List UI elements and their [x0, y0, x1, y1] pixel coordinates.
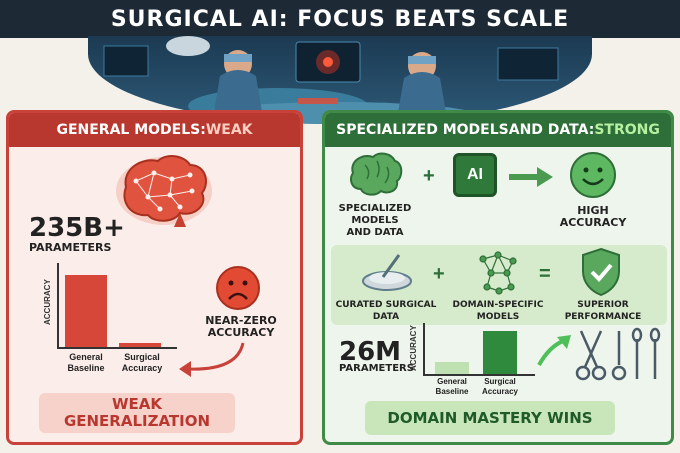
curved-arrow-icon: [179, 342, 245, 377]
left-bar-general-baseline: [65, 275, 107, 347]
item-line2: MODELS: [351, 215, 399, 226]
chip-text: AI: [467, 166, 483, 183]
general-models-header: GENERAL MODELS: WEAK: [9, 113, 300, 147]
item-line2: MODELS: [476, 312, 520, 322]
title-bar: SURGICAL AI: FOCUS BEATS SCALE: [0, 0, 680, 38]
general-param-count: 235B+: [29, 213, 125, 243]
label-line2: Baseline: [67, 363, 105, 373]
footer-line2: GENERALIZATION: [63, 412, 211, 430]
header-highlight: STRONG: [594, 122, 660, 138]
plus-sign-2: +: [433, 263, 445, 285]
label-line2: Baseline: [435, 387, 469, 396]
surgical-instruments-icon: [575, 327, 661, 381]
specialized-models-panel: SPECIALIZED MODELSAND DATA: STRONG SPECI…: [322, 110, 674, 445]
superior-performance-label: SUPERIOR PERFORMANCE: [553, 299, 653, 323]
footer-text: DOMAIN MASTERY WINS: [387, 409, 593, 427]
item-line1: DOMAIN-SPECIFIC: [452, 300, 544, 310]
domain-mastery-wins-box: DOMAIN MASTERY WINS: [365, 401, 615, 435]
right-x-axis: [423, 374, 535, 376]
right-bar-surgical-accuracy: [483, 331, 517, 374]
header-prefix: GENERAL MODELS:: [56, 122, 206, 138]
right-y-axis: [423, 323, 425, 375]
left-bar-surgical-accuracy: [119, 343, 161, 347]
label-line1: Surgical: [484, 377, 516, 386]
high-accuracy-label: HIGH ACCURACY: [551, 205, 635, 229]
neural-network-icon: [479, 251, 517, 295]
item-line1: CURATED SURGICAL: [335, 300, 437, 310]
specialized-models-header: SPECIALIZED MODELSAND DATA: STRONG: [325, 113, 671, 147]
weak-generalization-box: WEAK GENERALIZATION: [39, 393, 235, 433]
specialized-param-label: PARAMETERS: [339, 363, 414, 374]
left-bar-label-surgical: Surgical Accuracy: [113, 352, 171, 374]
left-x-axis: [57, 347, 177, 349]
left-bar-label-general: General Baseline: [57, 352, 115, 374]
green-brain-icon: [350, 152, 403, 196]
label-line2: Accuracy: [121, 363, 163, 373]
sad-face-icon: [216, 266, 260, 310]
happy-face-icon: [570, 152, 616, 198]
ai-chip-icon: AI: [453, 153, 497, 197]
equals-sign: =: [539, 263, 551, 285]
label-line1: Surgical: [124, 352, 160, 362]
general-models-panel: GENERAL MODELS: WEAK 235B+ PARAMETERS AC…: [6, 110, 303, 445]
plus-sign: +: [423, 165, 435, 187]
specialized-models-data-label: SPECIALIZED MODELS AND DATA: [331, 203, 419, 239]
right-arrow-icon: [509, 167, 553, 187]
left-y-axis: [57, 263, 59, 348]
general-param-label: PARAMETERS: [29, 241, 112, 254]
right-bar-label-surgical: Surgical Accuracy: [475, 377, 525, 397]
result-line2: ACCURACY: [559, 216, 627, 229]
item-line2: DATA: [372, 312, 400, 322]
item-line1: SPECIALIZED: [338, 203, 412, 214]
label-line1: General: [69, 352, 103, 362]
right-bar-general-baseline: [435, 362, 469, 374]
result-line2: ACCURACY: [207, 326, 275, 339]
curated-surgical-data-label: CURATED SURGICAL DATA: [331, 299, 441, 323]
result-line2: PERFORMANCE: [564, 312, 642, 322]
shield-check-icon: [582, 247, 620, 297]
red-brain-icon: [116, 155, 212, 227]
petri-dish-icon: [362, 254, 412, 291]
header-prefix: SPECIALIZED MODELSAND DATA:: [336, 122, 595, 138]
label-line1: General: [437, 377, 467, 386]
right-y-axis-label: ACCURACY: [409, 325, 418, 371]
label-line2: Accuracy: [481, 387, 519, 396]
item-line3: AND DATA: [346, 227, 404, 238]
page-title: SURGICAL AI: FOCUS BEATS SCALE: [110, 6, 570, 32]
footer-line1: WEAK: [111, 395, 162, 413]
result-line1: NEAR-ZERO: [205, 314, 277, 327]
left-y-axis-label: ACCURACY: [43, 279, 52, 325]
up-right-arrow-icon: [537, 335, 571, 366]
specialized-param-count: 26M: [339, 337, 402, 367]
domain-specific-models-label: DOMAIN-SPECIFIC MODELS: [443, 299, 553, 323]
result-line1: HIGH: [577, 204, 609, 217]
near-zero-accuracy-label: NEAR-ZERO ACCURACY: [201, 315, 281, 339]
header-highlight: WEAK: [205, 122, 253, 138]
right-bar-label-general: General Baseline: [427, 377, 477, 397]
result-line1: SUPERIOR: [577, 300, 629, 310]
